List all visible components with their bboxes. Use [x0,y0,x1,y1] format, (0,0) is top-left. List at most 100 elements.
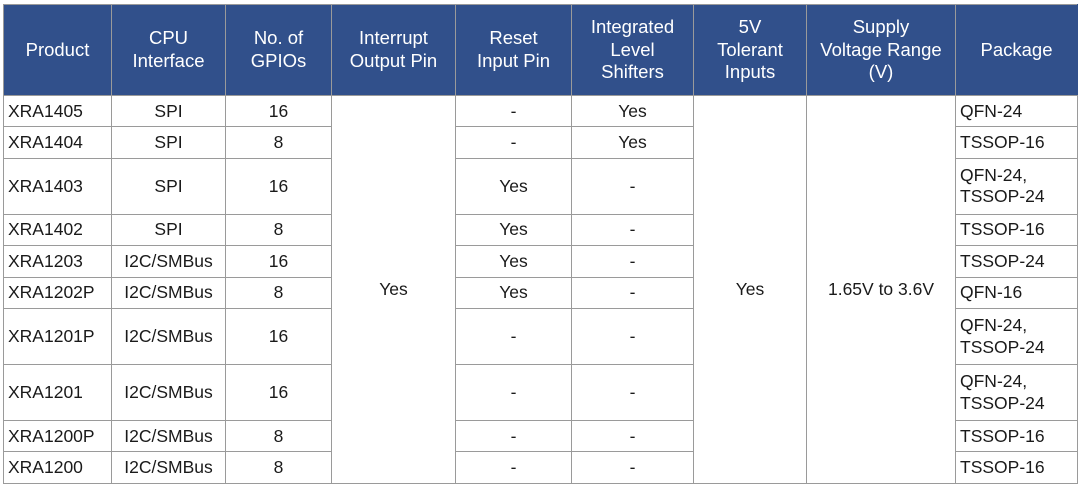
column-header-5v-tolerant-inputs: 5V Tolerant Inputs [693,4,807,96]
cell-no-of-gpios: 16 [225,364,332,421]
package-line: TSSOP-16 [960,219,1045,240]
package-line: TSSOP-24 [960,392,1045,413]
cell-cpu-interface: I2C/SMBus [111,419,226,453]
cell-integrated-level-shifters: - [571,364,694,421]
header-line: Inputs [724,61,776,83]
package-line: TSSOP-16 [960,425,1045,446]
package-line: QFN-24, [960,165,1028,186]
column-header-supply-voltage-range: Supply Voltage Range (V) [806,4,956,96]
cell-no-of-gpios: 8 [225,213,332,247]
cell-cpu-interface: SPI [111,94,226,128]
column-header-no-of-gpios: No. of GPIOs [225,4,332,96]
package-line: TSSOP-24 [960,186,1045,207]
package-line: TSSOP-24 [960,250,1045,271]
cell-product: XRA1200P [3,419,112,453]
cell-integrated-level-shifters: Yes [571,126,694,159]
cell-supply-voltage-range-merged: 1.65V to 3.6V [806,95,956,484]
cell-integrated-level-shifters: - [571,308,694,366]
header-line: Output Pin [349,50,438,71]
cell-package: TSSOP-16 [955,451,1078,484]
package-line: TSSOP-16 [960,457,1045,478]
cell-no-of-gpios: 16 [225,157,332,215]
cell-cpu-interface: I2C/SMBus [111,451,226,484]
cell-integrated-level-shifters: - [571,157,694,215]
cell-integrated-level-shifters: - [571,419,694,453]
cell-reset-input-pin: - [455,94,572,128]
header-line: Package [980,38,1053,60]
header-line: Supply [852,16,910,38]
column-header-package: Package [955,4,1078,96]
column-header-reset-input-pin: Reset Input Pin [455,4,572,96]
cell-package: TSSOP-16 [955,213,1078,247]
cell-cpu-interface: SPI [111,213,226,247]
cell-no-of-gpios: 8 [225,451,332,484]
cell-integrated-level-shifters: - [571,213,694,247]
cell-no-of-gpios: 8 [225,276,332,310]
cell-package: QFN-24,TSSOP-24 [955,364,1078,421]
header-line: No. of [253,27,304,49]
cell-cpu-interface: I2C/SMBus [111,276,226,310]
cell-reset-input-pin: Yes [455,276,572,310]
cell-reset-input-pin: - [455,308,572,366]
cell-no-of-gpios: 8 [225,126,332,159]
header-line: Interface [132,50,205,71]
cell-reset-input-pin: - [455,126,572,159]
cell-package: TSSOP-16 [955,419,1078,453]
cell-no-of-gpios: 16 [225,245,332,278]
column-header-integrated-level-shifters: Integrated Level Shifters [571,4,694,96]
cell-integrated-level-shifters: Yes [571,94,694,128]
header-line: CPU [148,27,189,49]
package-line: TSSOP-24 [960,336,1045,357]
package-line: QFN-24 [960,100,1023,121]
header-line: (V) [868,61,894,83]
cell-cpu-interface: SPI [111,126,226,159]
cell-package: QFN-24,TSSOP-24 [955,308,1078,366]
header-line: Input Pin [476,50,551,71]
cell-5v-tolerant-inputs-merged: Yes [693,95,807,484]
header-line: Product [25,38,90,60]
package-line: QFN-24, [960,315,1028,336]
cell-product: XRA1402 [3,213,112,247]
cell-reset-input-pin: Yes [455,213,572,247]
header-line: 5V [738,16,762,38]
cell-reset-input-pin: - [455,364,572,421]
package-line: TSSOP-16 [960,132,1045,153]
cell-product: XRA1202P [3,276,112,310]
cell-product: XRA1200 [3,451,112,484]
cell-integrated-level-shifters: - [571,245,694,278]
cell-product: XRA1201 [3,364,112,421]
cell-cpu-interface: SPI [111,157,226,215]
cell-no-of-gpios: 16 [225,94,332,128]
header-line: Level [610,38,655,60]
column-header-cpu-interface: CPU Interface [111,4,226,96]
cell-package: QFN-16 [955,276,1078,310]
header-line: Interrupt [359,27,428,49]
cell-package: TSSOP-24 [955,245,1078,278]
cell-reset-input-pin: - [455,451,572,484]
cell-integrated-level-shifters: - [571,276,694,310]
cell-cpu-interface: I2C/SMBus [111,364,226,421]
cell-product: XRA1403 [3,157,112,215]
cell-cpu-interface: I2C/SMBus [111,308,226,366]
cell-product: XRA1404 [3,126,112,159]
header-line: GPIOs [250,50,307,71]
cell-reset-input-pin: Yes [455,245,572,278]
cell-package: QFN-24 [955,94,1078,128]
cell-product: XRA1203 [3,245,112,278]
column-header-product: Product [3,4,112,96]
header-line: Integrated [590,16,675,38]
header-line: Reset [489,27,538,49]
cell-interrupt-output-pin-merged: Yes [331,95,456,484]
package-line: QFN-16 [960,282,1023,303]
cell-reset-input-pin: Yes [455,157,572,215]
cell-product: XRA1405 [3,94,112,128]
table-header: Product CPU Interface No. of GPIOs Inter… [3,4,1078,96]
cell-package: TSSOP-16 [955,126,1078,159]
